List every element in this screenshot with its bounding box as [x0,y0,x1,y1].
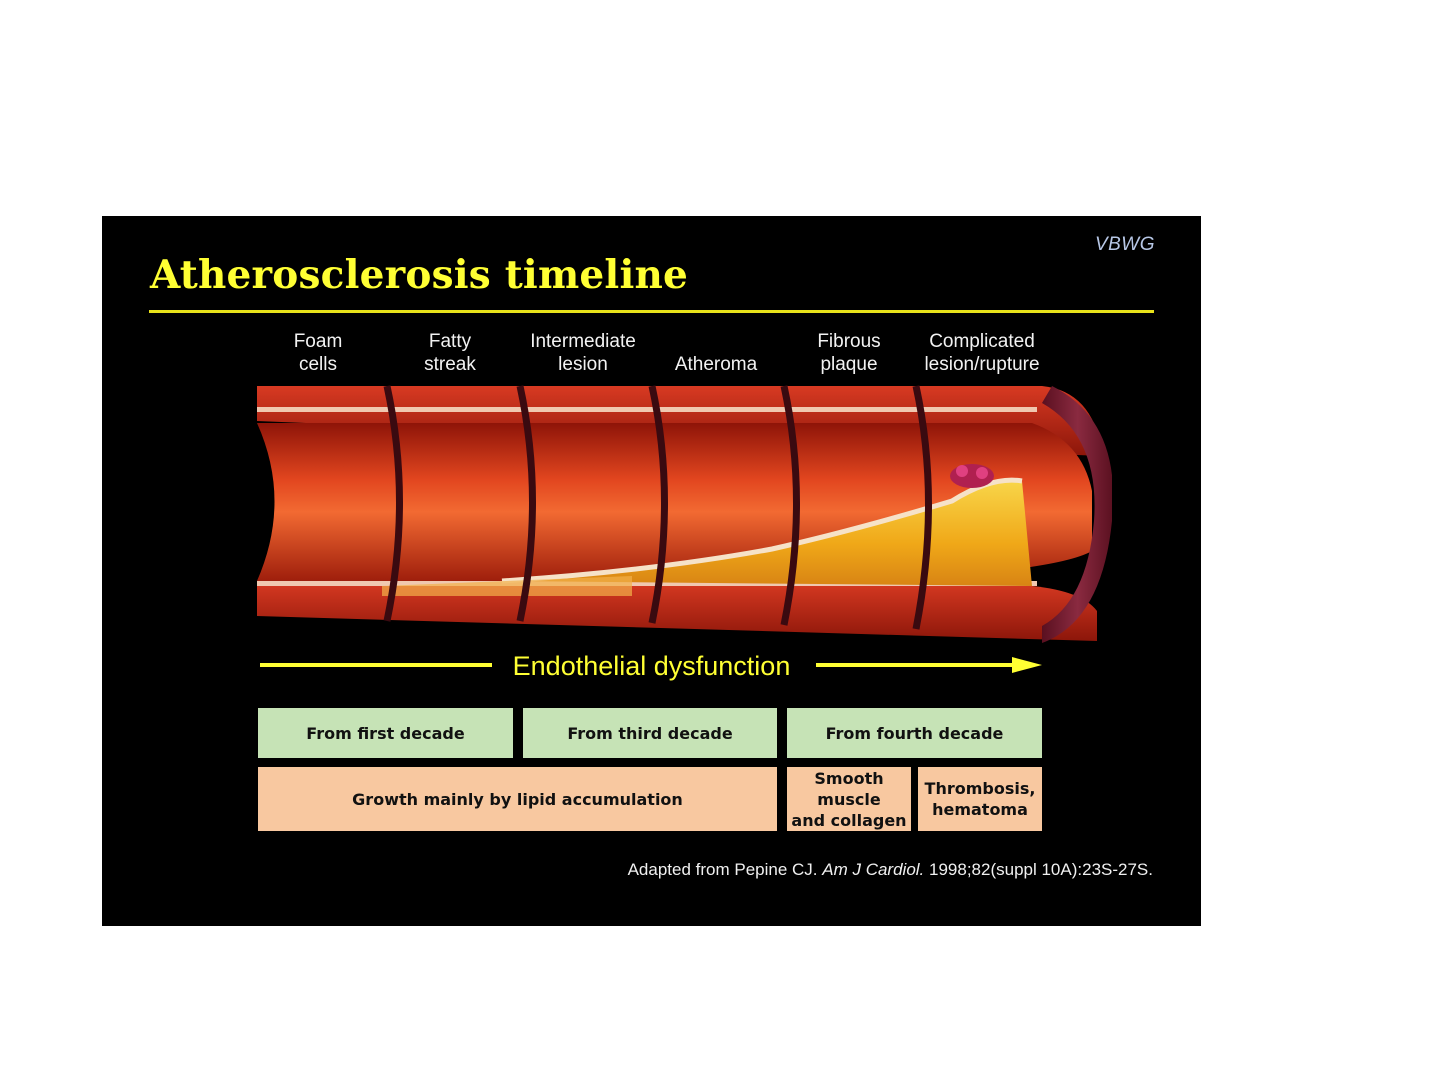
stage-label-complicated-lesion: Complicated lesion/rupture [902,328,1062,376]
stage-label-intermediate-lesion: Intermediate lesion [503,328,663,376]
segment-divider [516,385,536,622]
citation-journal: Am J Cardiol. [822,860,925,879]
stage-text: Fatty streak [424,331,476,375]
arrow-head [1012,657,1042,673]
citation: Adapted from Pepine CJ. Am J Cardiol. 19… [628,860,1153,880]
growth-lipid-accumulation: Growth mainly by lipid accumulation [258,767,777,831]
segment-divider [383,385,403,622]
vessel-cross-section [1042,386,1112,643]
stage-text: Fibrous plaque [817,331,881,375]
segment-divider [780,385,800,626]
onset-first-decade: From first decade [258,708,513,758]
citation-reference: 1998;82(suppl 10A):23S-27S. [924,860,1153,879]
stage-label-foam-cells: Foam cells [238,328,398,376]
thrombus [950,464,994,488]
timeline-arrow [260,657,1042,673]
title-rule [149,310,1154,313]
vessel-opening [257,423,275,581]
thrombus-cell [956,465,968,477]
stage-label-fatty-streak: Fatty streak [370,328,530,376]
citation-authors: Adapted from Pepine CJ. [627,860,823,879]
segment-divider [648,385,668,624]
onset-third-decade: From third decade [523,708,777,758]
endothelial-dysfunction-label: Endothelial dysfunction [512,651,791,681]
stage-label-atheroma: Atheroma [636,328,796,376]
plaque-core [502,480,1032,586]
slide-tag: VBWG [1094,234,1155,255]
growth-thrombosis: Thrombosis, hematoma [918,767,1042,831]
artery-illustration [257,385,1112,643]
fibrous-cap [501,477,1023,584]
segment-divider [912,385,932,630]
stage-text: Atheroma [674,354,758,375]
slide-title: Atherosclerosis timeline [150,252,689,298]
thrombus-cell [976,467,988,479]
onset-fourth-decade: From fourth decade [787,708,1042,758]
stage-text: Intermediate lesion [530,331,636,375]
slide: VBWG Atherosclerosis timeline Foam cells… [102,216,1201,926]
growth-smooth-muscle: Smooth muscle and collagen [787,767,911,831]
fatty-deposit [382,576,632,596]
intima-line-bottom [257,581,1037,586]
stage-label-fibrous-plaque: Fibrous plaque [769,328,929,376]
intima-line-top [257,407,1037,412]
stage-text: Foam cells [293,331,343,375]
stage-text: Complicated lesion/rupture [924,331,1040,375]
